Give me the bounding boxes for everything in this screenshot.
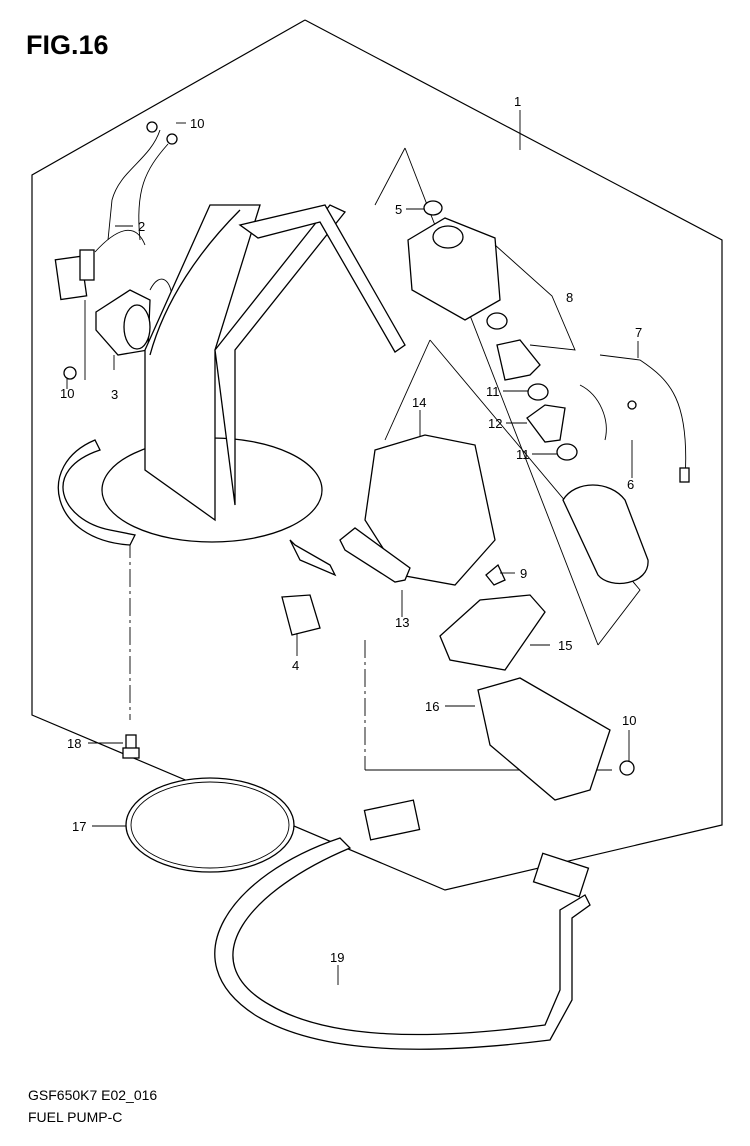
callout-13: 13: [395, 615, 409, 630]
gasket-17-inner: [130, 781, 290, 869]
callout-12: 12: [488, 416, 502, 431]
harness-7[interactable]: [599, 354, 690, 483]
callout-6: 6: [627, 477, 634, 492]
bracket-16[interactable]: [477, 677, 611, 801]
pump-holder-14[interactable]: [364, 434, 496, 586]
screw-10-right[interactable]: [619, 760, 635, 776]
clip-4[interactable]: [281, 594, 321, 636]
figure-caption: FUEL PUMP-C: [28, 1109, 123, 1125]
regulator-8[interactable]: [407, 217, 541, 381]
clip-9[interactable]: [485, 563, 506, 586]
callout-3: 3: [111, 387, 118, 402]
callout-15: 15: [558, 638, 572, 653]
callout-11-lower: 11: [516, 447, 530, 462]
figure-title: FIG.16: [26, 30, 109, 60]
wiring-harness-2[interactable]: [54, 229, 146, 301]
o-ring-11-lower[interactable]: [556, 443, 578, 461]
callout-17: 17: [72, 819, 86, 834]
pump-subassembly-outline: [374, 147, 406, 206]
screw-10-top[interactable]: [107, 121, 178, 241]
leader-8: [494, 244, 576, 351]
callout-5: 5: [395, 202, 402, 217]
callout-4: 4: [292, 658, 299, 673]
callout-1: 1: [514, 94, 521, 109]
fuel-pump-6[interactable]: [562, 384, 649, 585]
callout-18: 18: [67, 736, 81, 751]
callout-11-upper: 11: [486, 384, 500, 399]
callout-8: 8: [566, 290, 573, 305]
callout-19: 19: [330, 950, 344, 965]
bolt-18[interactable]: [122, 734, 140, 759]
assembly-outline: [31, 19, 723, 891]
filter-13[interactable]: [339, 527, 411, 583]
screw-10-left[interactable]: [63, 300, 86, 380]
callout-16: 16: [425, 699, 439, 714]
sensor-3[interactable]: [95, 278, 173, 356]
o-ring-5[interactable]: [423, 200, 443, 216]
pump-flange-base[interactable]: [101, 204, 406, 577]
gasket-17[interactable]: [125, 777, 295, 873]
callout-10-top: 10: [190, 116, 204, 131]
callout-2: 2: [138, 219, 145, 234]
o-ring-11-upper[interactable]: [527, 383, 549, 401]
filter-cap-15[interactable]: [439, 594, 546, 671]
fuel-hose-19[interactable]: [214, 799, 591, 1050]
callout-7: 7: [635, 325, 642, 340]
leader-lines: [66, 110, 639, 985]
callout-10-left: 10: [60, 386, 74, 401]
callout-9: 9: [520, 566, 527, 581]
valve-12[interactable]: [526, 404, 566, 443]
return-hose[interactable]: [57, 439, 136, 546]
model-code: GSF650K7 E02_016: [28, 1087, 158, 1103]
callout-10-right: 10: [622, 713, 636, 728]
callout-14: 14: [412, 395, 426, 410]
